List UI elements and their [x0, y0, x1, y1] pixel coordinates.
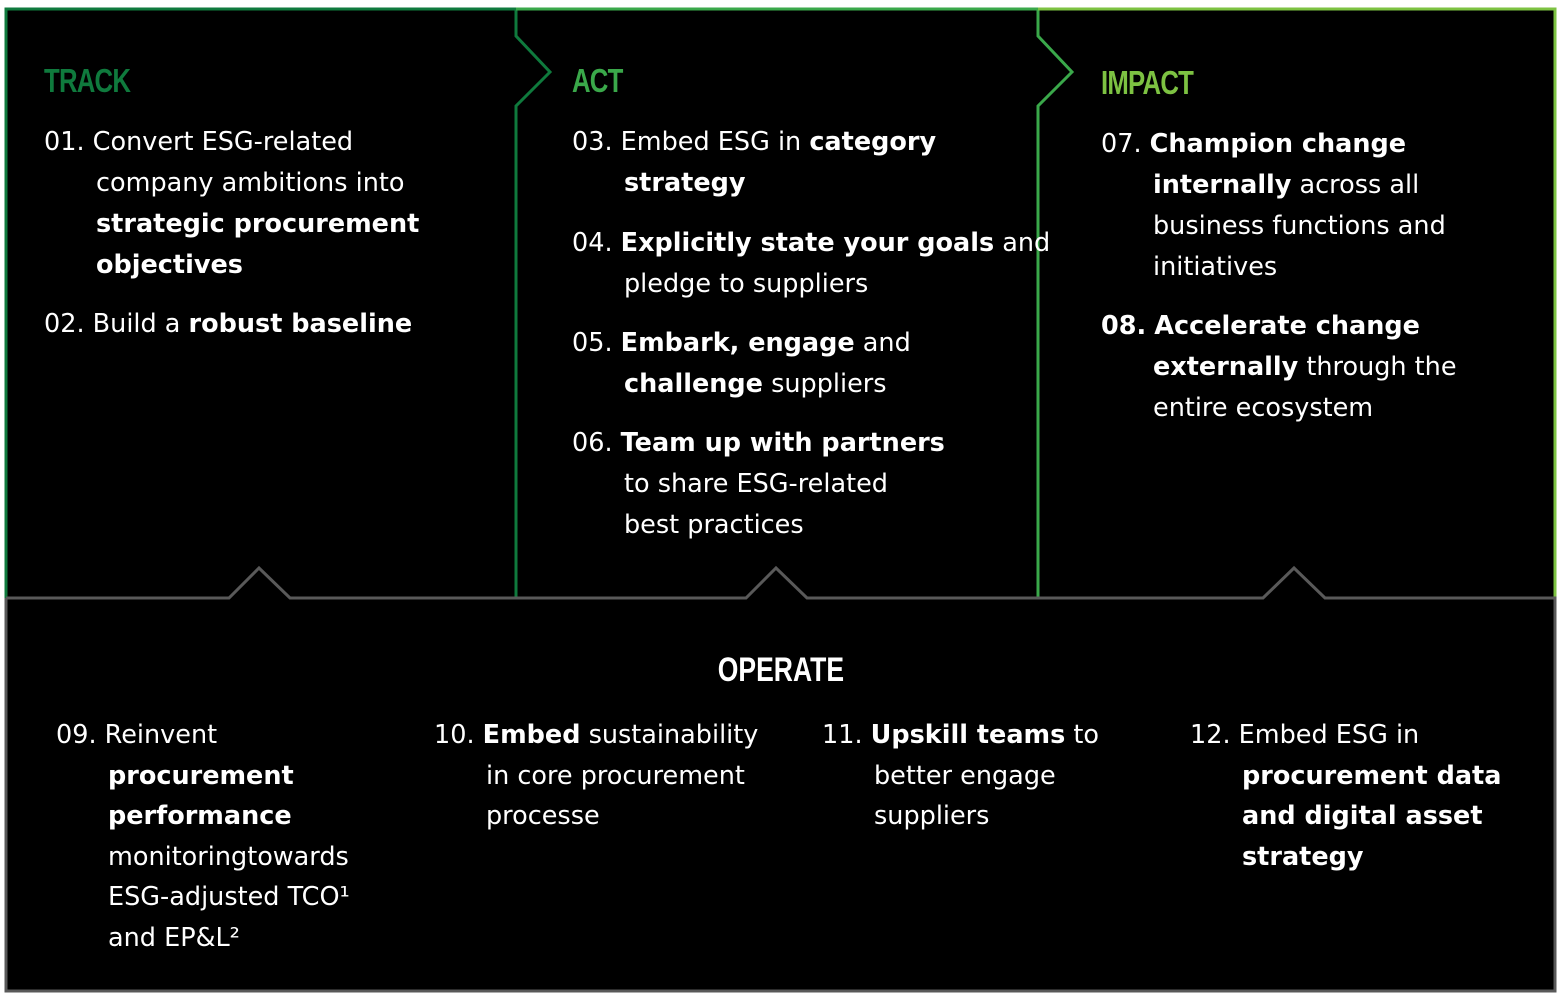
- operate-item-12: 12. Embed ESG in procurement data and di…: [1190, 715, 1501, 877]
- item-text: processe: [486, 801, 600, 831]
- item-emphasis: Embark, engage: [620, 328, 855, 358]
- track-act-divider: [514, 9, 553, 598]
- item-emphasis: Upskill teams: [870, 720, 1066, 750]
- act-item-03: 03. Embed ESG in category strategy: [572, 122, 936, 204]
- impact-item-08: 08. Accelerate change externally through…: [1101, 306, 1457, 429]
- act-heading: ACT: [572, 62, 623, 99]
- item-number: 10.: [434, 720, 475, 750]
- item-text: company ambitions into: [96, 168, 405, 198]
- item-emphasis: Explicitly state your goals: [620, 228, 995, 258]
- item-number: 03.: [572, 127, 613, 157]
- item-text: and EP&L²: [108, 922, 240, 953]
- item-emphasis: performance: [108, 801, 292, 831]
- item-text: through the: [1298, 352, 1457, 382]
- item-text: Reinvent: [104, 720, 218, 750]
- item-emphasis: robust baseline: [188, 309, 413, 339]
- item-emphasis: Champion change: [1149, 129, 1407, 159]
- operate-heading-text: OPERATE: [717, 651, 844, 689]
- item-number: 02.: [44, 309, 85, 339]
- item-number: 06.: [572, 428, 613, 458]
- item-text: sustainability: [580, 720, 759, 750]
- item-number: 04.: [572, 228, 613, 258]
- item-text: monitoringtowards: [108, 841, 349, 872]
- item-emphasis: objectives: [96, 250, 243, 280]
- item-text: Embed ESG in: [1238, 720, 1420, 750]
- item-number: 05.: [572, 328, 613, 358]
- item-text: Convert ESG-related: [92, 127, 354, 157]
- item-text: Build a: [92, 309, 189, 339]
- item-text: in core procurement: [486, 760, 745, 791]
- item-number: 08.: [1101, 311, 1147, 341]
- item-text: best practices: [624, 510, 804, 540]
- item-number: 07.: [1101, 129, 1142, 159]
- track-item-01: 01. Convert ESG-related company ambition…: [44, 122, 419, 286]
- item-text: pledge to suppliers: [624, 269, 869, 299]
- operate-item-10: 10. Embed sustainability in core procure…: [434, 715, 758, 837]
- track-heading: TRACK: [44, 62, 131, 99]
- item-emphasis: challenge: [624, 369, 763, 399]
- item-text: initiatives: [1153, 252, 1278, 282]
- track-item-02: 02. Build a robust baseline: [44, 304, 412, 345]
- item-text: suppliers: [762, 369, 887, 399]
- act-item-06: 06. Team up with partners to share ESG-r…: [572, 423, 945, 546]
- operate-heading: OPERATE: [0, 651, 1561, 690]
- item-text: better engage: [874, 760, 1056, 791]
- item-text: across all: [1291, 170, 1420, 200]
- panel-background: [5, 8, 1556, 992]
- item-emphasis: procurement data: [1242, 760, 1502, 791]
- item-emphasis: strategic procurement: [96, 209, 420, 239]
- item-text: entire ecosystem: [1153, 393, 1374, 423]
- item-emphasis: and digital asset: [1242, 801, 1483, 831]
- item-text: suppliers: [874, 801, 990, 831]
- item-emphasis: externally: [1153, 352, 1299, 382]
- item-number: 01.: [44, 127, 85, 157]
- item-text: and: [994, 228, 1051, 258]
- item-emphasis: strategy: [624, 168, 746, 198]
- item-text: ESG-adjusted TCO¹: [108, 882, 350, 912]
- item-emphasis: internally: [1153, 170, 1292, 200]
- operate-border: [4, 565, 1557, 993]
- item-emphasis: procurement: [108, 760, 294, 791]
- operate-item-11: 11. Upskill teams to better engage suppl…: [822, 715, 1099, 837]
- item-emphasis: Accelerate change: [1154, 311, 1420, 341]
- act-impact-divider: [1036, 9, 1075, 598]
- item-number: 11.: [822, 720, 863, 750]
- impact-item-07: 07. Champion change internally across al…: [1101, 124, 1446, 288]
- item-emphasis: Embed: [482, 720, 581, 750]
- operate-item-09: 09. Reinvent procurement performance mon…: [56, 715, 350, 958]
- item-emphasis: category: [809, 127, 937, 157]
- item-emphasis: strategy: [1242, 841, 1364, 872]
- item-text: business functions and: [1153, 211, 1446, 241]
- impact-heading: IMPACT: [1101, 64, 1194, 101]
- item-text: to share ESG-related: [624, 469, 888, 499]
- item-emphasis: Team up with partners: [620, 428, 945, 458]
- item-number: 09.: [56, 720, 97, 750]
- track-border: [4, 7, 516, 598]
- item-text: and: [854, 328, 911, 358]
- act-item-05: 05. Embark, engage and challenge supplie…: [572, 323, 911, 405]
- impact-border: [1038, 7, 1557, 598]
- item-text: Embed ESG in: [620, 127, 810, 157]
- act-item-04: 04. Explicitly state your goals and pled…: [572, 223, 1050, 305]
- item-text: to: [1065, 720, 1100, 750]
- item-number: 12.: [1190, 720, 1231, 750]
